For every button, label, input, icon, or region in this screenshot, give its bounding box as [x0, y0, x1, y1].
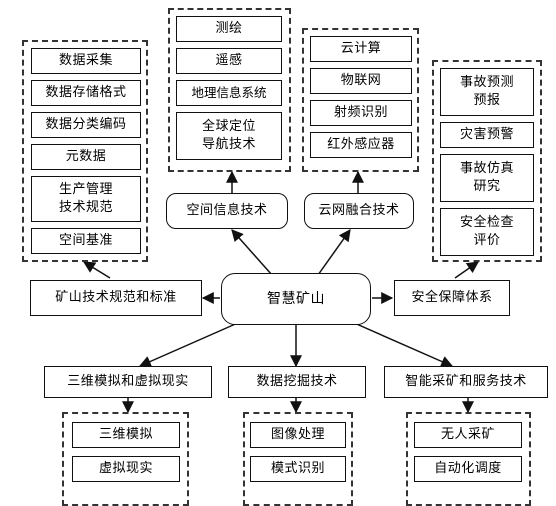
item-virtual-reality: 虚拟现实 [72, 456, 180, 482]
item-data-storage-format: 数据存储格式 [31, 80, 141, 106]
item-surveying: 测绘 [176, 16, 282, 42]
item-automated-dispatch: 自动化调度 [414, 456, 522, 482]
item-spatial-reference: 空间基准 [31, 228, 141, 254]
item-rfid: 射频识别 [310, 100, 412, 126]
edge-safety-group [454, 261, 479, 279]
item-gis: 地理信息系统 [176, 80, 282, 106]
branch-spatial-info: 空间信息技术 [166, 193, 288, 229]
group-datamining [243, 412, 353, 506]
item-unmanned-mining: 无人采矿 [414, 422, 522, 448]
item-infrared-sensor: 红外感应器 [310, 132, 412, 158]
branch-intelligent-mining: 智能采矿和服务技术 [384, 366, 548, 398]
edge-center-intelligent [351, 321, 454, 368]
item-image-processing: 图像处理 [250, 422, 346, 448]
item-disaster-warning: 灾害预警 [440, 122, 534, 148]
item-production-management: 生产管理 技术规范 [31, 176, 141, 222]
item-remote-sensing: 遥感 [176, 48, 282, 74]
edge-standards-group [82, 261, 111, 279]
group-safety [432, 60, 542, 262]
item-cloud-computing: 云计算 [310, 36, 412, 62]
branch-data-mining: 数据挖掘技术 [228, 366, 366, 398]
item-safety-inspection: 安全检查 评价 [440, 208, 534, 256]
group-cloud [302, 28, 419, 172]
item-data-classification: 数据分类编码 [31, 112, 141, 138]
item-3d-simulation: 三维模拟 [72, 422, 180, 448]
item-gnss: 全球定位 导航技术 [176, 112, 282, 160]
item-iot: 物联网 [310, 68, 412, 94]
center-smart-mine: 智慧矿山 [221, 273, 371, 325]
branch-3d-vr: 三维模拟和虚拟现实 [44, 366, 212, 398]
edge-center-spatial [231, 229, 273, 276]
item-data-collection: 数据采集 [31, 48, 141, 74]
branch-mining-standards: 矿山技术规范和标准 [30, 280, 202, 316]
branch-cloud-network: 云网融合技术 [304, 193, 414, 229]
item-accident-prediction: 事故预测 预报 [440, 68, 534, 116]
edge-center-virtual [138, 321, 241, 368]
item-pattern-recognition: 模式识别 [250, 456, 346, 482]
group-intelligent [406, 412, 531, 506]
branch-safety-system: 安全保障体系 [394, 280, 510, 316]
item-accident-simulation: 事故仿真 研究 [440, 154, 534, 202]
edge-center-cloud [317, 229, 351, 276]
item-metadata: 元数据 [31, 144, 141, 170]
group-virtual [62, 412, 189, 506]
group-spatial [168, 8, 291, 172]
group-standards [22, 40, 148, 262]
